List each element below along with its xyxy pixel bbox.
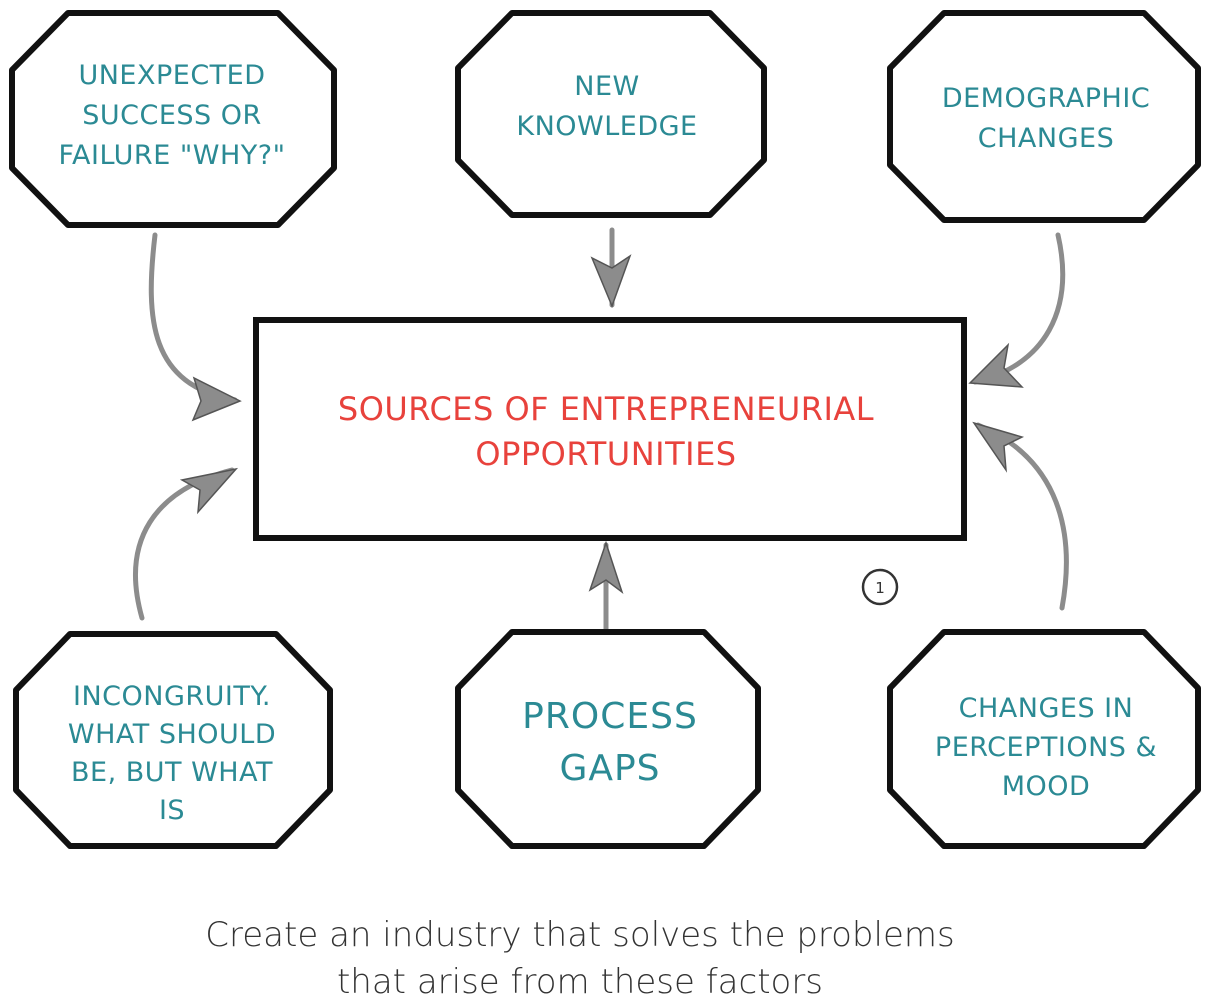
node-unexpected-line-1: UNEXPECTED: [78, 60, 265, 91]
caption-line-1: Create an industry that solves the probl…: [205, 915, 954, 955]
node-unexpected: UNEXPECTED SUCCESS OR FAILURE "WHY?": [9, 10, 337, 228]
center-line-2: OPPORTUNITIES: [475, 435, 736, 473]
node-unexpected-line-2: SUCCESS OR: [82, 100, 262, 131]
node-perceptions-line-1: CHANGES IN: [959, 693, 1134, 724]
node-knowledge-line-1: NEW: [574, 71, 639, 102]
node-incongruity-line-2: WHAT SHOULD: [68, 719, 276, 750]
arrowhead-incongruity: [179, 467, 239, 515]
octagon-incongruity: [13, 631, 333, 849]
node-incongruity-line-3: BE, BUT WHAT: [71, 757, 273, 788]
octagon-unexpected: [9, 10, 337, 228]
node-new-knowledge: NEW KNOWLEDGE: [455, 10, 767, 218]
arrowhead-demographic: [968, 342, 1024, 388]
node-demographic-line-1: DEMOGRAPHIC: [942, 83, 1150, 114]
node-unexpected-line-3: FAILURE "WHY?": [58, 140, 285, 171]
node-demographic-line-2: CHANGES: [978, 123, 1114, 154]
badge-circle: [861, 568, 899, 606]
badge-number: 1: [875, 579, 885, 597]
arrow-perceptions-to-center: [975, 422, 1069, 611]
node-incongruity: INCONGRUITY. WHAT SHOULD BE, BUT WHAT IS: [13, 631, 333, 849]
caption-line-2: that arise from these factors: [337, 962, 823, 1001]
node-process-gaps: PROCESS GAPS: [455, 629, 761, 849]
octagon-perceptions: [887, 629, 1201, 849]
node-incongruity-line-1: INCONGRUITY.: [73, 681, 271, 712]
node-incongruity-line-4: IS: [159, 795, 185, 826]
center-line-1: SOURCES OF ENTREPRENEURIAL: [338, 390, 874, 428]
arrowhead-perceptions: [972, 421, 1025, 473]
octagon-process-gaps: [455, 629, 761, 849]
arrow-incongruity-to-center: [133, 467, 235, 621]
number-badge: 1: [861, 568, 899, 606]
octagon-new-knowledge: [455, 10, 767, 218]
arrowhead-knowledge: [590, 254, 632, 309]
node-knowledge-line-2: KNOWLEDGE: [516, 111, 697, 142]
arrowhead-unexpected: [191, 376, 242, 422]
node-perceptions: CHANGES IN PERCEPTIONS & MOOD: [887, 629, 1201, 849]
node-perceptions-line-2: PERCEPTIONS &: [935, 732, 1157, 763]
arrows-group: [133, 227, 1069, 633]
node-demographic: DEMOGRAPHIC CHANGES: [887, 10, 1201, 223]
arrowhead-process: [588, 540, 624, 595]
arrow-demographic-to-center: [972, 232, 1066, 385]
center-box: [253, 317, 967, 541]
node-process-line-2: GAPS: [559, 748, 660, 789]
center-node: SOURCES OF ENTREPRENEURIAL OPPORTUNITIES: [253, 317, 967, 541]
node-process-line-1: PROCESS: [522, 696, 698, 737]
node-perceptions-line-3: MOOD: [1002, 771, 1091, 802]
caption: Create an industry that solves the probl…: [205, 915, 954, 1001]
octagon-demographic: [887, 10, 1201, 223]
arrow-unexpected-to-center: [148, 232, 238, 403]
